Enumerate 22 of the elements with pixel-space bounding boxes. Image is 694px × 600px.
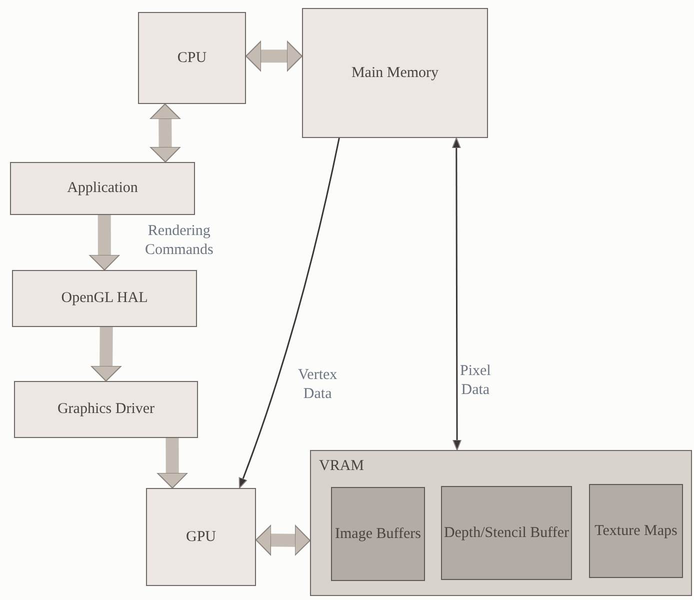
component-box: Main Memory bbox=[302, 8, 488, 138]
block-arrow bbox=[156, 438, 188, 488]
edge-label: Rendering Commands bbox=[145, 222, 214, 260]
block-arrow bbox=[90, 326, 122, 382]
buffer-box: Depth/Stencil Buffer bbox=[441, 486, 572, 580]
arrow bbox=[238, 138, 340, 489]
buffer-box: Texture Maps bbox=[589, 484, 683, 578]
block-arrow bbox=[256, 524, 310, 556]
edge-label: Pixel Data bbox=[460, 362, 491, 400]
component-box: CPU bbox=[138, 12, 246, 104]
component-box: Application bbox=[10, 162, 195, 215]
block-arrow bbox=[246, 40, 302, 72]
edge-label: Vertex Data bbox=[298, 366, 338, 404]
component-box: OpenGL HAL bbox=[12, 270, 197, 327]
arrow bbox=[452, 138, 462, 450]
component-box: GPU bbox=[146, 488, 256, 586]
block-arrow bbox=[150, 104, 181, 162]
component-box: Graphics Driver bbox=[14, 381, 198, 438]
region-title: VRAM bbox=[319, 457, 364, 476]
buffer-box: Image Buffers bbox=[331, 487, 425, 581]
block-arrow bbox=[88, 214, 120, 270]
memory-region-box bbox=[310, 450, 692, 596]
